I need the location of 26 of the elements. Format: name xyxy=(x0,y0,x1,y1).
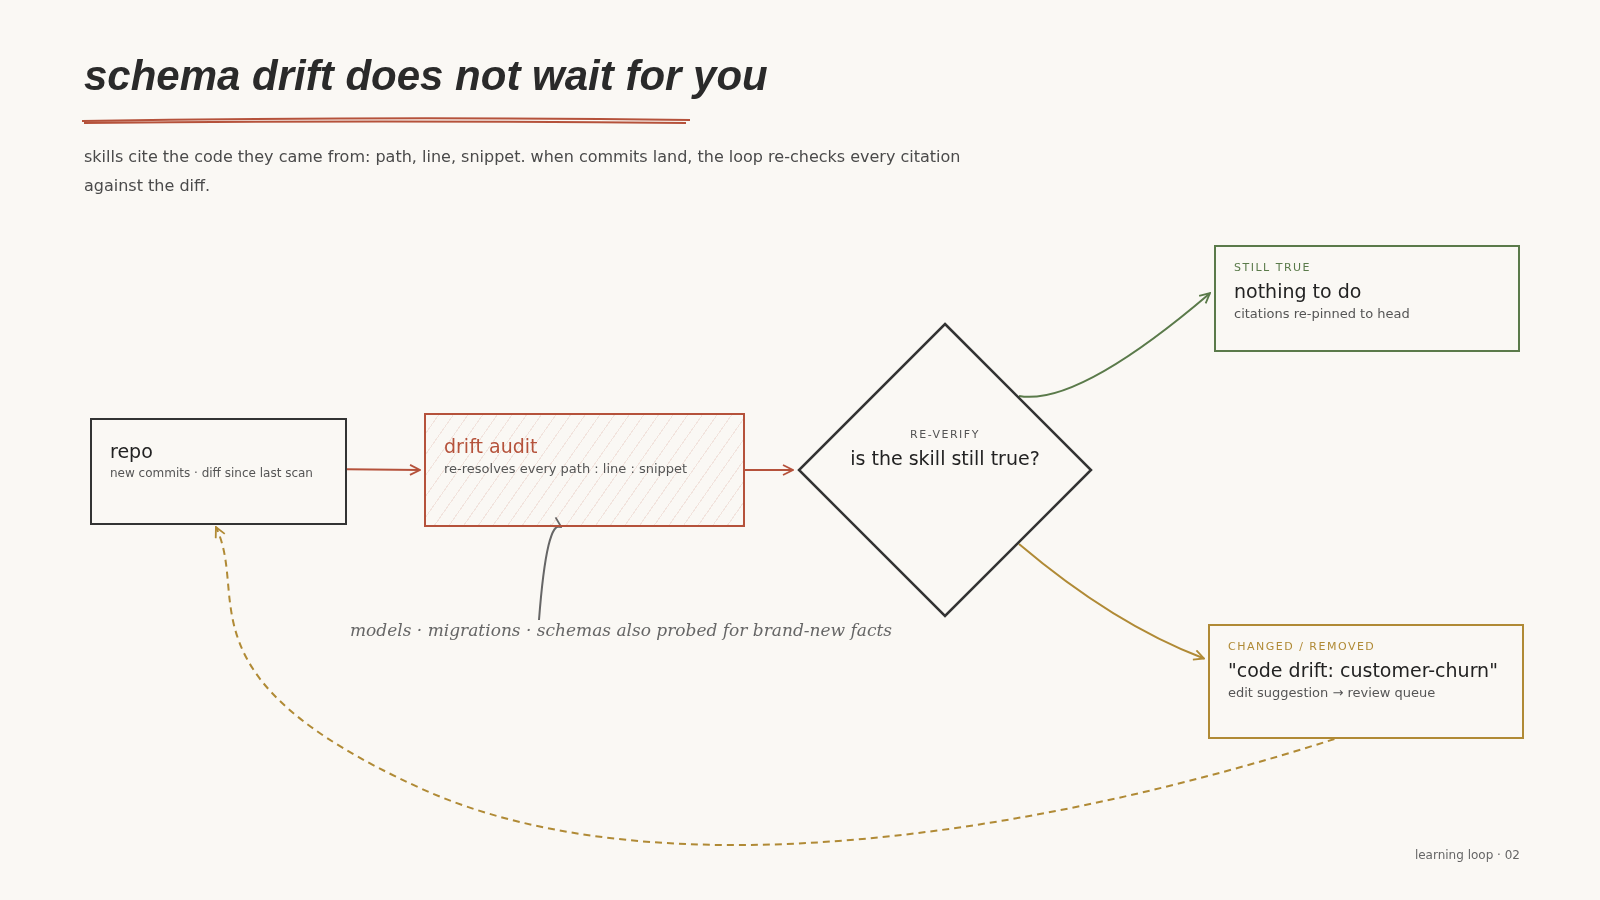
process-box xyxy=(1208,624,1524,739)
status-label: STILL TRUE xyxy=(1234,261,1313,274)
footer-text: learning loop · 02 xyxy=(1413,848,1520,862)
annotation-text: models · migrations · schemas also probed for brand-new facts xyxy=(350,620,890,640)
process-box xyxy=(424,413,745,527)
node-title: nothing to do xyxy=(1234,280,1363,302)
subtitle: skills cite the code they came from: path, line, snippet. when commits land, the loop re-checks every citation against the diff. xyxy=(84,146,962,197)
process-box xyxy=(1214,245,1520,352)
arrow xyxy=(538,518,563,621)
arrow xyxy=(1018,543,1205,661)
node-title: "code drift: customer-churn" xyxy=(1228,659,1499,681)
node-title: repo xyxy=(110,440,154,462)
node-description: re-resolves every path : line : snippet xyxy=(444,461,689,476)
status-label: RE-VERIFY xyxy=(910,427,980,441)
node-title: drift audit xyxy=(444,435,539,457)
node-description: citations re-pinned to head xyxy=(1234,306,1411,321)
arrow xyxy=(1018,292,1211,398)
arrow xyxy=(346,464,421,476)
node-title: is the skill still true? xyxy=(850,446,1040,469)
node-description: new commits · diff since last scan xyxy=(110,466,314,480)
title: schema drift does not wait for you xyxy=(84,52,768,100)
node-description: edit suggestion → review queue xyxy=(1228,685,1437,700)
status-label: CHANGED / REMOVED xyxy=(1228,640,1377,653)
process-box xyxy=(90,418,347,525)
arrow xyxy=(744,464,794,476)
arrow xyxy=(213,526,1336,846)
